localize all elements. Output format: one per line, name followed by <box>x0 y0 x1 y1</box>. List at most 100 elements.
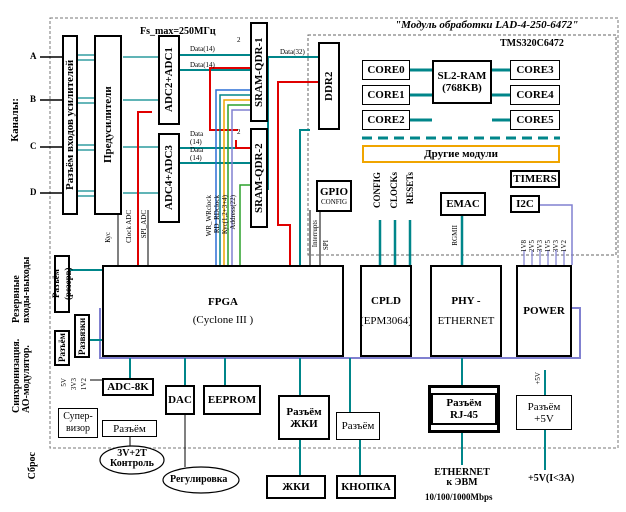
core0-block: CORE0 <box>362 60 410 80</box>
rj45-inner: Разъём RJ-45 <box>431 393 497 425</box>
phy-title: PHY - <box>451 295 481 307</box>
sig-wr: WR_WRclock <box>205 195 213 237</box>
i2c-block: I2C <box>510 195 540 213</box>
button-block: КНОПКА <box>336 475 396 499</box>
core5-block: CORE5 <box>510 110 560 130</box>
channel-input-lines <box>40 56 62 194</box>
fpga-subtitle: (Cyclone III ) <box>192 314 254 326</box>
other-modules-block: Другие модули <box>362 145 560 163</box>
sync-connector: Разъём <box>54 330 70 366</box>
sig-plus5v: +5V <box>534 372 542 385</box>
fpga-block: FPGA (Cyclone III ) <box>102 265 344 357</box>
resets-label: RESETs <box>405 172 415 205</box>
adc-v-0: 5V <box>60 378 68 387</box>
clocks-label: CLOCKs <box>389 172 399 209</box>
sl2-ram-size: (768KB) <box>442 82 482 94</box>
core1-block: CORE1 <box>362 85 410 105</box>
power-connector: Разъём +5V <box>516 395 572 430</box>
lcd-block: ЖКИ <box>266 475 326 499</box>
gpio-block: GPIO CONFIG <box>316 180 352 212</box>
control-label: 3V+2T Контроль <box>110 448 154 469</box>
power-in-label: +5V(I<3A) <box>528 473 575 484</box>
adc8k-block: ADC-8K <box>102 378 154 396</box>
analog-lines <box>78 54 158 197</box>
sram1-block: SRAM-QDR-1 <box>250 22 268 122</box>
cpld-subtitle: (EPM3064) <box>360 315 412 327</box>
channel-a: A <box>30 51 37 61</box>
lcd-connector: Разъём ЖКИ <box>278 395 330 440</box>
module-title: "Модуль обработки LAD-4-250-6472" <box>395 19 579 31</box>
v-label-0: 1V8 <box>520 240 528 253</box>
sig-data-d: Data <box>190 146 204 154</box>
sl2-ram-block: SL2-RAM (768KB) <box>432 60 492 104</box>
sync-isolation: Развязки <box>74 314 90 358</box>
adc34-block: ADC4+ADC3 <box>158 133 180 223</box>
channels-label: Каналы: <box>9 98 21 142</box>
sig-data14-d: (14) <box>190 154 202 162</box>
speed-label: 10/100/1000Mbps <box>425 492 493 502</box>
v-label-3: 1V5 <box>544 240 552 253</box>
eeprom-block: EEPROM <box>203 385 261 415</box>
channel-d: D <box>30 187 37 197</box>
core2-block: CORE2 <box>362 110 410 130</box>
phy-subtitle: ETHERNET <box>437 315 495 327</box>
v-label-4: 3V3 <box>552 240 560 253</box>
fs-max-label: Fs_max=250МГц <box>140 26 216 37</box>
sig-address: Address(22) <box>229 195 237 230</box>
config-label: CONFIG <box>372 172 382 208</box>
gpio-title: GPIO <box>319 186 349 198</box>
timers-block: TIMERS <box>510 170 560 188</box>
emac-block: EMAC <box>440 192 486 216</box>
data-bus-lines <box>180 54 318 190</box>
control-wires <box>117 89 250 265</box>
fpga-lower-links <box>70 269 546 475</box>
reserve-connector: Разъём (резерв) <box>51 255 73 313</box>
small-connector: Разъём <box>102 420 157 437</box>
sig-data14-a: Data(14) <box>190 45 215 53</box>
sig-kus-all: Кус(1,2+3+4) <box>221 195 229 235</box>
gpio-config: CONFIG <box>320 198 348 206</box>
adc-v-1: 3V3 <box>70 378 78 391</box>
sig-rd: RD_RDclock <box>213 195 221 234</box>
amp-input-connector: Разъём входов усилителей <box>62 35 78 215</box>
v-label-2: 3V3 <box>536 240 544 253</box>
supervisor-block: Супер- визор <box>58 408 98 438</box>
dac-block: DAC <box>165 385 195 415</box>
sig-kus: Кус <box>104 232 112 243</box>
adc-v-2: 1V2 <box>80 378 88 391</box>
sig-interrupts: Interrupts <box>311 220 319 248</box>
cpld-title: CPLD <box>371 295 401 307</box>
ethernet-label: ETHERNET к ЭВМ <box>434 467 490 488</box>
cpld-block: CPLD (EPM3064) <box>360 265 412 357</box>
v-label-1: 2V5 <box>528 240 536 253</box>
module-frame <box>49 17 619 449</box>
sig-two-a: 2 <box>237 36 241 44</box>
reserve-io-label: Резервные входы-выходы <box>11 256 32 323</box>
core4-block: CORE4 <box>510 85 560 105</box>
sig-rgmii: RGMII <box>451 225 459 246</box>
regulation-ellipse <box>162 466 240 494</box>
control-ellipse <box>99 445 165 475</box>
reset-label: Сброс <box>27 452 38 480</box>
sram2-block: SRAM-QDR-2 <box>250 128 268 228</box>
v-label-5: 1V2 <box>560 240 568 253</box>
regulation-label: Регулировка <box>170 474 228 485</box>
core3-block: CORE3 <box>510 60 560 80</box>
channel-c: C <box>30 141 37 151</box>
sig-spi-adc: SPI_ADC <box>140 210 148 239</box>
sig-data-c: Data <box>190 130 204 138</box>
ddr2-block: DDR2 <box>318 42 340 130</box>
sig-data14-b: Data(14) <box>190 61 215 69</box>
fpga-title: FPGA <box>208 296 238 308</box>
power-taps <box>523 250 565 265</box>
channel-b: B <box>30 94 37 104</box>
button-connector: Разъём <box>336 412 380 440</box>
sig-spi: SPI <box>322 240 330 251</box>
ddr-to-fpga <box>299 129 321 265</box>
core-links <box>410 68 510 122</box>
sig-data32: Data(32) <box>280 48 305 56</box>
adc12-block: ADC2+ADC1 <box>158 35 180 125</box>
rj45-connector: Разъём RJ-45 <box>428 385 500 433</box>
